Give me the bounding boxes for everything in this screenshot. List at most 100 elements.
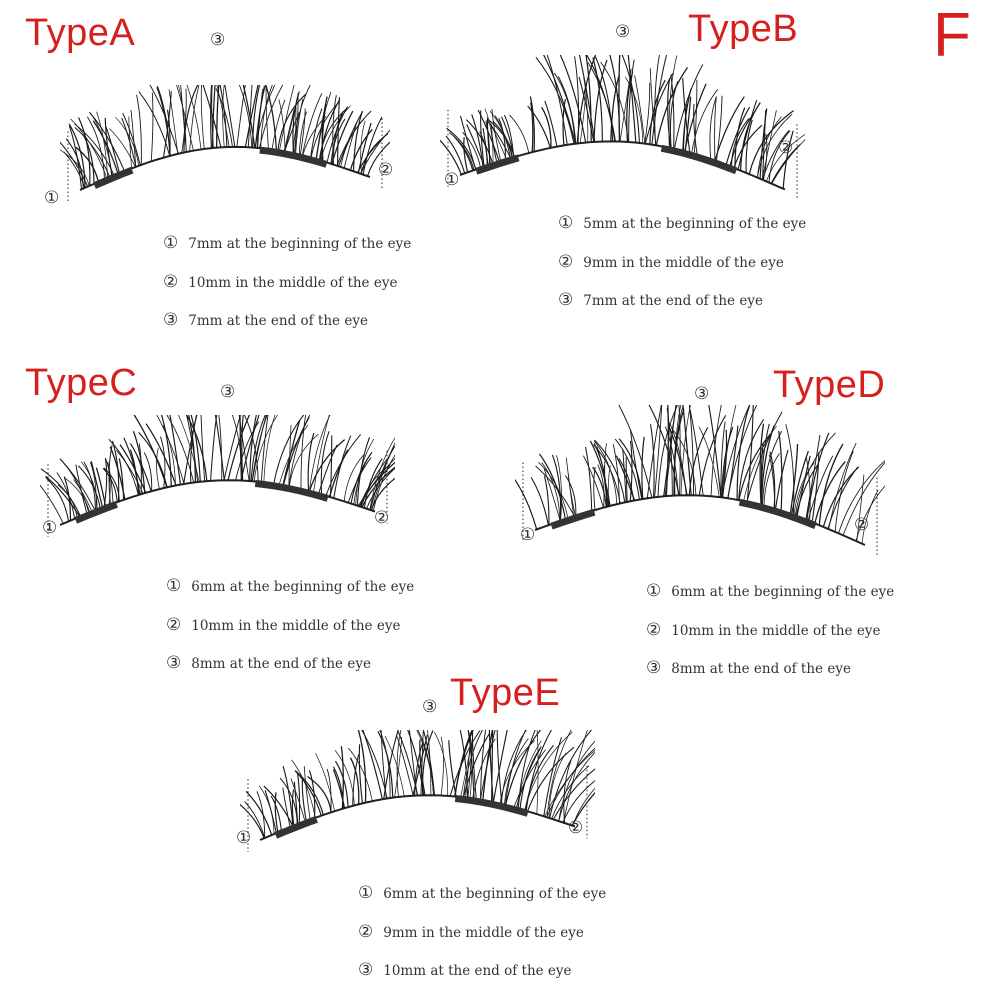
marker-middle: ② bbox=[374, 508, 390, 528]
marker-beginning: ① bbox=[444, 170, 460, 190]
lash-hair bbox=[494, 115, 511, 159]
lash-hair bbox=[491, 125, 498, 163]
lash-hair bbox=[504, 730, 527, 806]
spec-text: 8mm at the end of the eye bbox=[191, 656, 371, 672]
magnet-strip bbox=[475, 154, 520, 175]
lash-hair bbox=[292, 85, 311, 154]
lash-hair bbox=[362, 116, 383, 175]
lash-hair bbox=[793, 462, 815, 516]
lash-band bbox=[59, 479, 376, 526]
lash-hair bbox=[445, 135, 466, 174]
lash-hair bbox=[714, 96, 745, 162]
lash-hair bbox=[369, 436, 395, 510]
lash-hair bbox=[567, 473, 576, 517]
spec-text: 10mm in the middle of the eye bbox=[671, 622, 881, 639]
lash-hair bbox=[562, 780, 595, 823]
lash-hair bbox=[249, 415, 257, 482]
lash-hair bbox=[186, 415, 199, 483]
marker-end: ③ bbox=[615, 22, 631, 42]
lash-hair bbox=[589, 440, 611, 506]
lash-hair bbox=[104, 117, 113, 177]
lash-hair bbox=[434, 731, 449, 796]
lash-hair bbox=[655, 67, 689, 146]
spec-number: ② bbox=[358, 921, 374, 942]
lash-hair bbox=[264, 790, 277, 834]
lash-hair bbox=[536, 730, 539, 815]
lash-hair bbox=[734, 107, 746, 169]
lash-hair bbox=[103, 457, 108, 508]
lash-hair bbox=[83, 461, 96, 511]
lash-hair bbox=[310, 108, 323, 158]
lash-hair bbox=[546, 55, 568, 145]
lash-hair bbox=[530, 102, 534, 153]
lash-hair bbox=[352, 110, 364, 172]
marker-middle: ② bbox=[568, 818, 584, 838]
lash-hair bbox=[448, 131, 475, 171]
lash-hair bbox=[480, 730, 487, 800]
lash-hair bbox=[244, 801, 266, 839]
lash-hair bbox=[818, 443, 844, 526]
lash-hair bbox=[683, 103, 687, 152]
lash-hair bbox=[551, 454, 562, 522]
lash-hair bbox=[603, 465, 610, 507]
lash-hair bbox=[644, 82, 651, 144]
lash-hair bbox=[123, 437, 141, 495]
lash-hair bbox=[340, 119, 364, 168]
lash-hair bbox=[689, 409, 704, 496]
lash-hair bbox=[479, 730, 496, 801]
lash-hair bbox=[291, 759, 316, 818]
lash-hair bbox=[592, 57, 603, 142]
lash-hair bbox=[343, 454, 364, 502]
lash-hair bbox=[366, 467, 395, 509]
lash-hair bbox=[118, 458, 125, 500]
spec-text: 7mm at the beginning of the eye bbox=[188, 236, 412, 252]
eyelash-illustration bbox=[60, 85, 390, 202]
spec-number: ① bbox=[358, 883, 374, 903]
marker-beginning: ① bbox=[520, 525, 536, 545]
lash-hair bbox=[609, 55, 620, 142]
lash-hair bbox=[238, 85, 253, 148]
lash-hair bbox=[471, 730, 477, 800]
lash-hair bbox=[553, 72, 576, 144]
lash-hair bbox=[585, 446, 593, 512]
lash-hair bbox=[200, 415, 206, 482]
lash-hair bbox=[621, 55, 640, 143]
lash-hair bbox=[352, 754, 360, 806]
lash-hair bbox=[343, 122, 358, 169]
lash-hair bbox=[757, 116, 782, 178]
lash-hair bbox=[183, 415, 198, 485]
lash-hair bbox=[563, 759, 572, 824]
spec-text: 5mm at the beginning of the eye bbox=[583, 216, 807, 232]
lash-hair bbox=[256, 791, 266, 839]
spec-text: 7mm at the end of the eye bbox=[188, 313, 368, 329]
lash-hair bbox=[465, 737, 472, 798]
lash-hair bbox=[396, 730, 402, 797]
lash-hair bbox=[482, 730, 494, 801]
lash-hair bbox=[360, 129, 390, 174]
spec-number: ① bbox=[166, 576, 182, 596]
lash-hair bbox=[766, 134, 805, 182]
lash-hair bbox=[572, 787, 595, 826]
spec-number: ② bbox=[558, 251, 574, 272]
lash-hair bbox=[242, 85, 256, 148]
lash-hair bbox=[727, 425, 739, 499]
lash-hair bbox=[202, 85, 222, 148]
lash-hair bbox=[610, 74, 620, 142]
lash-hair bbox=[524, 745, 554, 811]
lash-hair bbox=[263, 785, 294, 827]
lash-hair bbox=[290, 778, 306, 822]
magnet-strip bbox=[660, 144, 738, 175]
lash-hair bbox=[552, 768, 595, 820]
lash-hair bbox=[333, 435, 352, 499]
lash-hair bbox=[551, 765, 590, 819]
lash-hair bbox=[282, 787, 291, 828]
lash-hair bbox=[838, 459, 885, 534]
lash-hair bbox=[129, 442, 145, 494]
lash-hair bbox=[558, 751, 595, 822]
spec-number: ① bbox=[163, 233, 179, 253]
lash-hair bbox=[768, 130, 791, 183]
lash-hair bbox=[396, 736, 414, 796]
